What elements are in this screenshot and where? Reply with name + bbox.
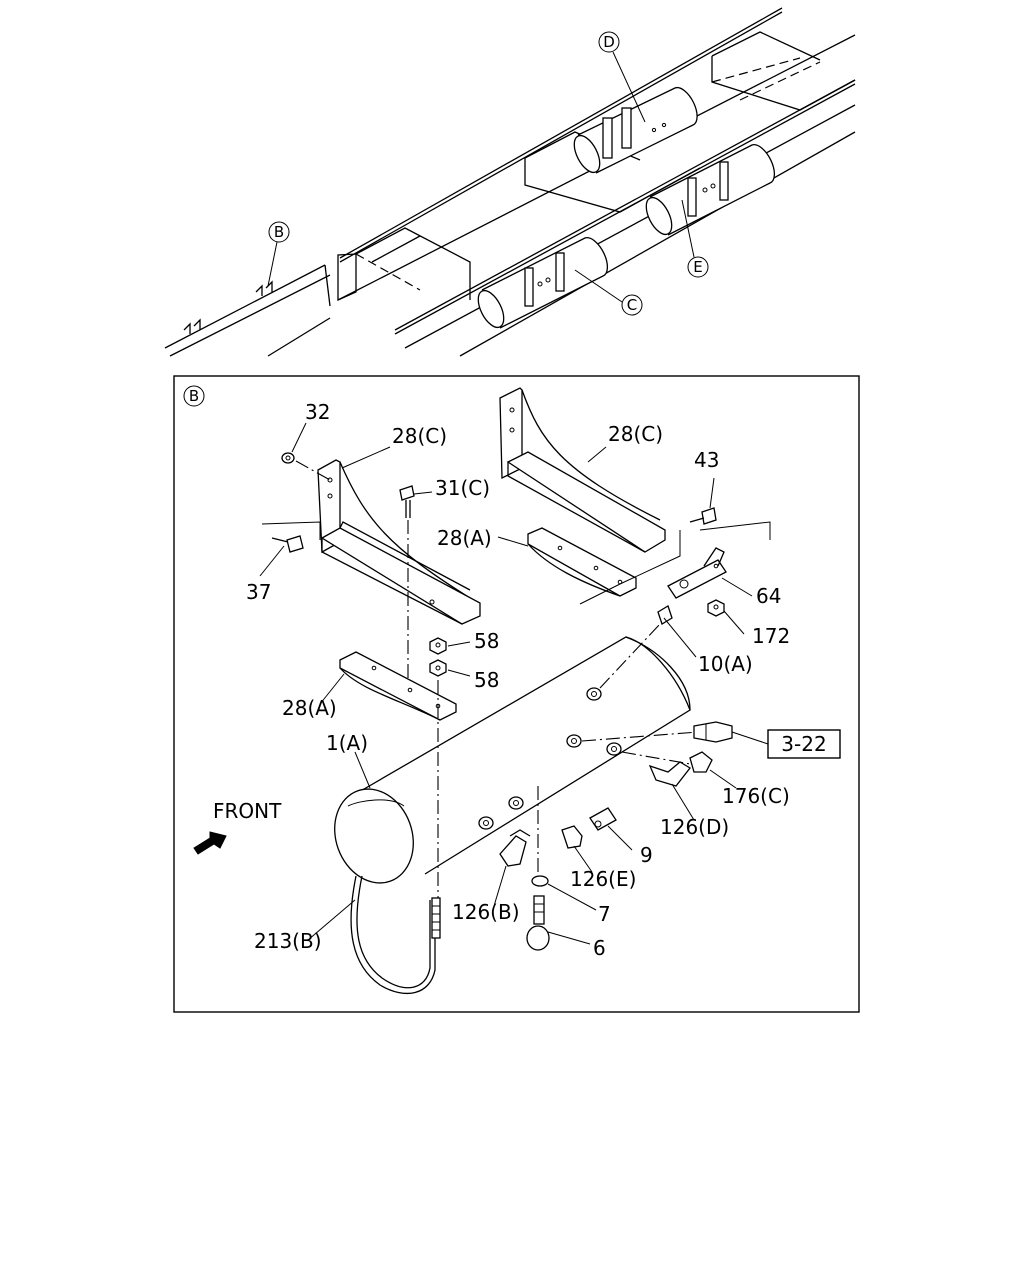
reference-box-label: 3-22 bbox=[781, 732, 826, 756]
washer-126d bbox=[606, 742, 622, 756]
label-172: 172 bbox=[752, 624, 790, 648]
view-letter-circle bbox=[183, 385, 205, 407]
leader-37-plane bbox=[261, 521, 321, 540]
bracket-28a-left bbox=[339, 651, 457, 721]
plate-64 bbox=[667, 547, 727, 599]
leader-right-plane bbox=[579, 530, 681, 605]
label-28a-top: 28(A) bbox=[437, 526, 492, 550]
front-indicator: FRONT bbox=[193, 799, 282, 855]
detail-frame bbox=[173, 375, 860, 1013]
label-10a: 10(A) bbox=[698, 652, 753, 676]
callout-e: E bbox=[681, 199, 709, 278]
air-tank-1a bbox=[334, 636, 691, 884]
elbow-126d bbox=[648, 761, 691, 787]
callout-c: C bbox=[574, 269, 643, 316]
leader-lines bbox=[259, 422, 753, 945]
label-58-upper: 58 bbox=[474, 629, 499, 653]
leader-43-plane bbox=[699, 521, 771, 540]
callout-b-letter: B bbox=[274, 223, 284, 241]
callout-d-letter: D bbox=[603, 33, 615, 51]
reference-box: 3-22 bbox=[767, 729, 841, 759]
air-tank-d bbox=[573, 86, 698, 174]
washer-126e bbox=[508, 796, 524, 810]
washer-10a bbox=[586, 687, 602, 701]
part-labels: 32 28(C) 31(C) 37 28(C) 43 28(A) 64 172 … bbox=[246, 400, 790, 960]
front-label: FRONT bbox=[213, 799, 282, 823]
label-1a: 1(A) bbox=[326, 731, 368, 755]
washer-126b bbox=[478, 816, 494, 830]
label-126b: 126(B) bbox=[452, 900, 520, 924]
bracket-28c-right bbox=[499, 387, 666, 553]
plug-126e bbox=[561, 825, 583, 849]
nut-58-upper bbox=[429, 637, 447, 655]
label-9: 9 bbox=[640, 843, 653, 867]
bolt-43 bbox=[689, 507, 717, 525]
centerline-10a bbox=[599, 623, 661, 689]
label-37: 37 bbox=[246, 580, 271, 604]
centerline-32 bbox=[295, 460, 331, 481]
plug-10a bbox=[657, 605, 673, 625]
label-126e: 126(E) bbox=[570, 867, 636, 891]
chassis-overview: D B C E bbox=[164, 7, 856, 357]
bolt-37 bbox=[271, 535, 304, 553]
nut-172 bbox=[707, 599, 725, 617]
view-letter: B bbox=[189, 387, 199, 405]
air-tank-e bbox=[645, 144, 776, 236]
callout-c-letter: C bbox=[627, 296, 637, 314]
nut-58-lower bbox=[429, 659, 447, 677]
washer-upper-port bbox=[566, 734, 582, 748]
front-arrow-icon bbox=[193, 831, 227, 855]
label-6: 6 bbox=[593, 936, 606, 960]
bracket-28a-right bbox=[527, 527, 637, 597]
strap-213b bbox=[350, 875, 441, 994]
label-28c-right: 28(C) bbox=[608, 422, 663, 446]
leader-3-22 bbox=[731, 731, 769, 745]
label-213b: 213(B) bbox=[254, 929, 322, 953]
bolt-31c bbox=[399, 485, 415, 518]
label-58-lower: 58 bbox=[474, 668, 499, 692]
label-28a-left: 28(A) bbox=[282, 696, 337, 720]
bracket-28c-left bbox=[317, 459, 481, 625]
centerline-126d bbox=[621, 751, 697, 766]
label-43: 43 bbox=[694, 448, 719, 472]
label-7: 7 bbox=[598, 902, 611, 926]
label-126d: 126(D) bbox=[660, 815, 729, 839]
air-tank-c bbox=[477, 237, 609, 329]
centerline-upper-port bbox=[581, 731, 699, 742]
label-32: 32 bbox=[305, 400, 330, 424]
nut-32 bbox=[281, 452, 295, 464]
detail-view-b: B bbox=[173, 375, 860, 1013]
callout-e-letter: E bbox=[693, 258, 702, 276]
label-176c: 176(C) bbox=[722, 784, 790, 808]
callout-d: D bbox=[598, 31, 646, 123]
nut-176c bbox=[689, 751, 713, 773]
connector-3-22 bbox=[693, 721, 733, 743]
label-28c-left: 28(C) bbox=[392, 424, 447, 448]
elbow-126b bbox=[499, 829, 531, 867]
washer-7 bbox=[531, 875, 549, 887]
label-31c: 31(C) bbox=[435, 476, 490, 500]
label-64: 64 bbox=[756, 584, 781, 608]
switch-9 bbox=[589, 807, 617, 831]
callout-b: B bbox=[267, 221, 290, 287]
drain-cock-6 bbox=[526, 895, 550, 951]
